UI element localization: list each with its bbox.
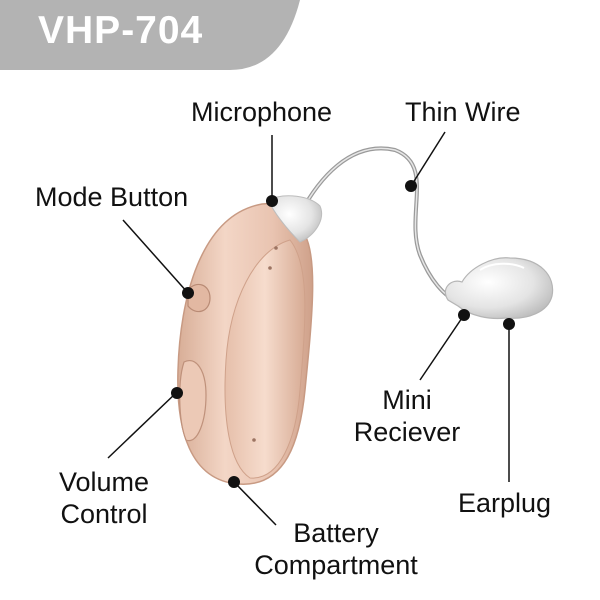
dot-battery — [228, 476, 240, 488]
volume-control — [179, 360, 207, 442]
leader-thin-wire — [410, 131, 446, 187]
hearing-aid-body — [177, 203, 314, 485]
title-banner: VHP-704 — [0, 0, 300, 70]
earplug-dome — [444, 257, 554, 320]
label-mode-button: Mode Button — [35, 182, 189, 212]
label-microphone: Microphone — [191, 97, 333, 127]
label-thin-wire: Thin Wire — [405, 97, 521, 127]
dot-earplug — [503, 318, 515, 330]
dot-microphone — [266, 195, 278, 207]
label-volume-control-line1: Volume — [58, 467, 150, 497]
product-title: VHP-704 — [38, 9, 204, 52]
title-banner-shape — [0, 0, 300, 70]
label-mini-receiver-line1: Mini — [382, 385, 432, 415]
label-volume-control: Volume Control — [48, 466, 160, 530]
dot-mini-receiver — [458, 309, 470, 321]
dot-mode-button — [182, 287, 194, 299]
leader-mode-button — [122, 219, 189, 294]
leader-battery — [233, 481, 277, 526]
label-mini-receiver-line2: Reciever — [353, 417, 461, 447]
leader-volume — [107, 392, 177, 459]
label-battery-line2: Compartment — [254, 550, 418, 580]
label-mini-receiver: Mini Reciever — [342, 384, 472, 448]
label-battery-compartment: Battery Compartment — [236, 517, 436, 581]
leader-mini-receiver — [419, 314, 465, 381]
label-volume-control-line2: Control — [60, 499, 148, 529]
thin-wire — [298, 146, 460, 304]
dot-thin-wire — [405, 180, 417, 192]
microphone-cap — [267, 195, 322, 243]
label-earplug: Earplug — [458, 488, 552, 518]
dot-volume — [171, 387, 183, 399]
label-battery-line1: Battery — [293, 518, 379, 548]
